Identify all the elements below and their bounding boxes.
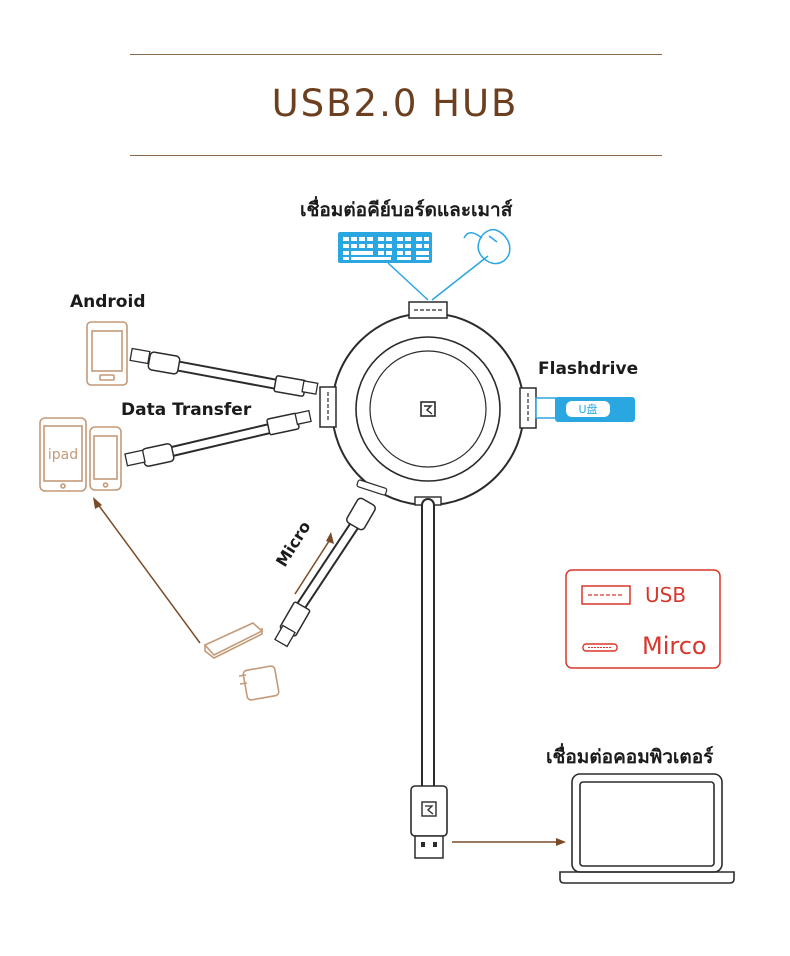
micro-port <box>356 479 388 496</box>
keyboard-mouse-label: เชื่อมต่อคีย์บอร์ดและเมาส์ <box>300 199 513 221</box>
ipad-icon <box>39 417 87 492</box>
keyboard-link-line <box>387 262 429 301</box>
legend-box <box>565 569 721 669</box>
bottom-rule <box>130 155 662 156</box>
usb-hub <box>319 301 537 506</box>
data-transfer-cable <box>124 409 312 467</box>
android-cable <box>129 347 319 397</box>
top-rule <box>130 54 662 55</box>
android-phone-icon <box>86 321 128 386</box>
charge-arrow <box>96 502 201 644</box>
power-bank-icon <box>203 622 264 659</box>
page-title: USB2.0 HUB <box>271 82 519 125</box>
android-label: Android <box>70 292 146 312</box>
charger-icon <box>238 665 280 701</box>
mouse-link-line <box>431 255 489 301</box>
flashdrive-label: Flashdrive <box>538 359 639 379</box>
flashdrive-icon: U盘 <box>535 397 635 422</box>
remax-logo-icon <box>420 401 436 417</box>
iphone-icon <box>89 426 122 491</box>
micro-arrow-head <box>326 532 334 544</box>
legend-micro-label: Mirco <box>642 632 707 660</box>
computer-arrow-head <box>556 838 566 846</box>
computer-cable <box>410 498 448 859</box>
micro-arrow <box>294 537 332 595</box>
u-disk-label: U盘 <box>578 402 597 416</box>
keyboard-icon <box>338 232 432 263</box>
mouse-icon <box>463 228 511 265</box>
data-transfer-label: Data Transfer <box>121 400 252 420</box>
laptop-icon <box>559 773 735 884</box>
computer-label: เชื่อมต่อคอมพิวเตอร์ <box>546 746 714 768</box>
micro-cable <box>274 497 376 648</box>
charge-arrow-head <box>93 497 102 509</box>
legend-usb-label: USB <box>645 583 687 607</box>
ipad-label: ipad <box>48 447 78 463</box>
